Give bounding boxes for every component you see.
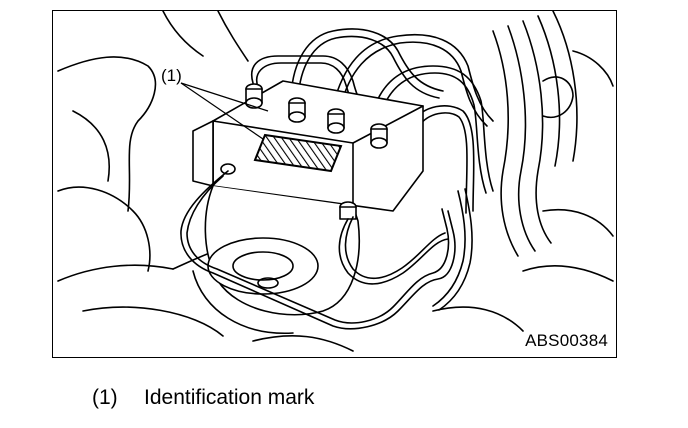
identification-mark [253,133,343,173]
callout-leader-line [180,82,264,140]
figure-code: ABS00384 [525,331,608,350]
callout-label: (1) [161,66,182,85]
legend-item-text: Identification mark [144,386,315,409]
brake-pipe-lower [180,170,456,330]
legend-item-number: (1) [92,386,118,409]
pipe-fittings [220,83,388,220]
abs-hydraulic-unit-drawing: (1) [57,11,614,352]
wiring-harness [492,30,519,257]
abs-unit-illustration: (1) ABS00384 [52,10,617,358]
body-panel-outline-left [57,56,157,212]
legend: (1) Identification mark [92,386,314,410]
